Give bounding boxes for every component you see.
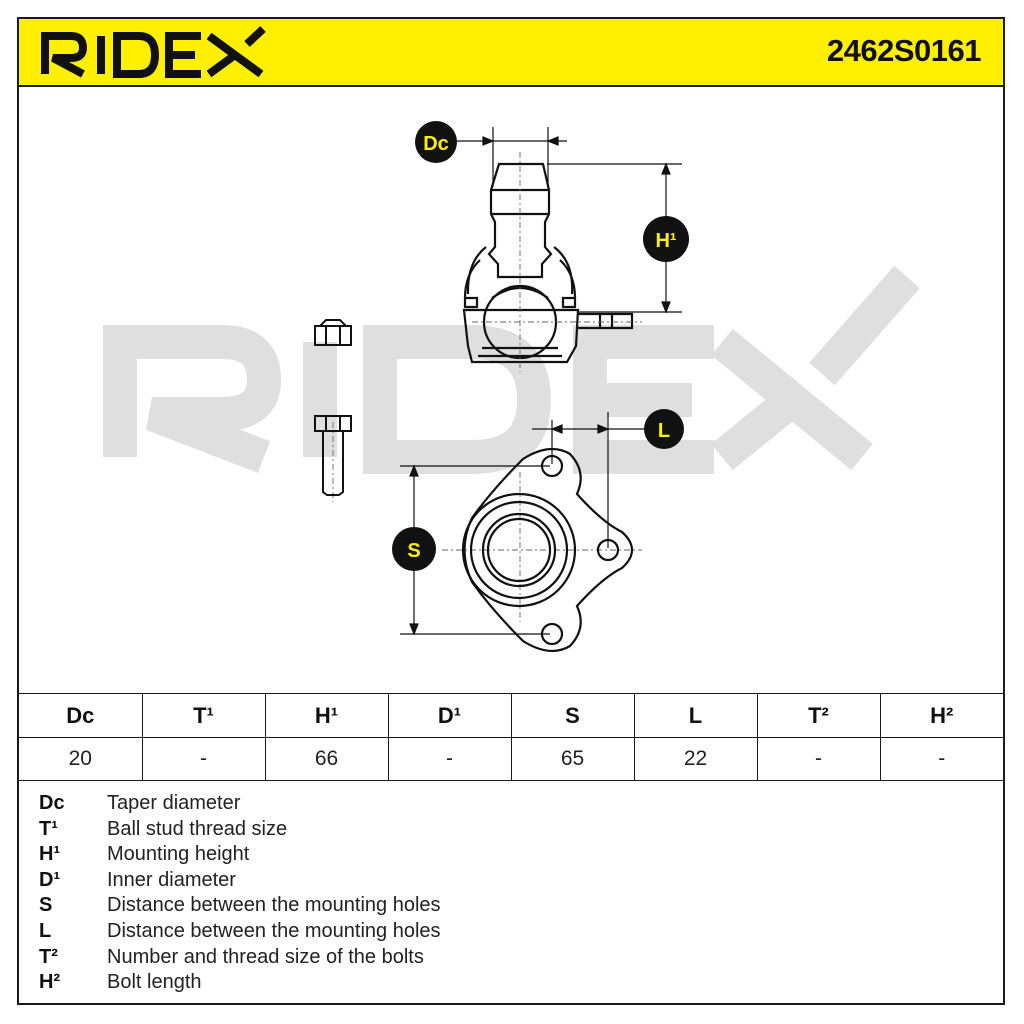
spec-table-value-row: 20 - 66 - 65 22 - - <box>19 737 1003 781</box>
legend-key: H² <box>39 971 61 994</box>
legend-key: L <box>39 919 52 942</box>
spec-header: H¹ <box>264 693 389 738</box>
spec-header: H² <box>879 693 1003 738</box>
ball-joint-side-view <box>462 162 634 364</box>
part-number: 2462S0161 <box>826 33 982 68</box>
spec-value: 65 <box>510 737 635 781</box>
spec-table: Dc T¹ H¹ D¹ S L T² H² 20 - 66 - 65 22 - … <box>19 693 1003 781</box>
dimension-s <box>400 464 550 636</box>
legend-description: Distance between the mounting holes <box>107 894 441 917</box>
nut <box>314 319 352 346</box>
dc-badge: Dc <box>415 121 457 163</box>
spec-value: - <box>879 737 1003 781</box>
legend-key: D¹ <box>39 868 61 891</box>
dimension-l <box>532 412 662 548</box>
spec-value: - <box>756 737 881 781</box>
s-badge: S <box>392 527 436 571</box>
ridex-watermark <box>103 265 920 474</box>
legend-item: H¹ Mounting height <box>19 843 1003 869</box>
legend-description: Mounting height <box>107 843 250 866</box>
spec-value: 20 <box>19 737 143 781</box>
spec-header: T² <box>756 693 881 738</box>
spec-table-header-row: Dc T¹ H¹ D¹ S L T² H² <box>19 693 1003 738</box>
legend: Dc Taper diameter T¹ Ball stud thread si… <box>19 782 1003 997</box>
legend-item: S Distance between the mounting holes <box>19 894 1003 920</box>
legend-description: Number and thread size of the bolts <box>107 945 424 968</box>
spec-header: S <box>510 693 635 738</box>
svg-text:L: L <box>658 420 670 442</box>
spec-value: - <box>141 737 266 781</box>
spec-header: D¹ <box>387 693 512 738</box>
spec-header: T¹ <box>141 693 266 738</box>
legend-description: Taper diameter <box>107 792 241 814</box>
product-sheet: 2462S0161 <box>17 17 1005 1005</box>
h1-badge: H¹ <box>643 216 689 262</box>
legend-key: Dc <box>39 792 65 814</box>
legend-description: Bolt length <box>107 971 202 994</box>
center-lines <box>332 152 642 622</box>
spec-value: - <box>387 737 512 781</box>
legend-key: T¹ <box>39 817 58 840</box>
legend-item: Dc Taper diameter <box>19 792 1003 818</box>
svg-text:Dc: Dc <box>423 133 449 155</box>
header-bar: 2462S0161 <box>19 19 1003 87</box>
l-badge: L <box>644 409 684 449</box>
svg-text:H¹: H¹ <box>655 230 676 252</box>
legend-description: Distance between the mounting holes <box>107 919 441 942</box>
legend-item: T² Number and thread size of the bolts <box>19 946 1003 972</box>
ball-joint-drawing: Dc H¹ <box>103 121 920 653</box>
legend-item: D¹ Inner diameter <box>19 869 1003 895</box>
bolt <box>314 415 352 496</box>
spec-value: 22 <box>633 737 758 781</box>
spec-header: Dc <box>19 693 143 738</box>
legend-description: Ball stud thread size <box>107 817 288 840</box>
legend-key: S <box>39 894 53 917</box>
spec-header: L <box>633 693 758 738</box>
technical-drawing: Dc H¹ <box>19 85 1003 693</box>
legend-key: H¹ <box>39 843 61 866</box>
legend-item: T¹ Ball stud thread size <box>19 818 1003 844</box>
legend-key: T² <box>39 945 58 968</box>
legend-item: L Distance between the mounting holes <box>19 920 1003 946</box>
spec-value: 66 <box>264 737 389 781</box>
dimension-dc <box>457 127 567 187</box>
legend-description: Inner diameter <box>107 868 236 891</box>
ridex-logo <box>41 26 266 78</box>
legend-item: H² Bolt length <box>19 971 1003 997</box>
svg-text:S: S <box>407 540 420 562</box>
